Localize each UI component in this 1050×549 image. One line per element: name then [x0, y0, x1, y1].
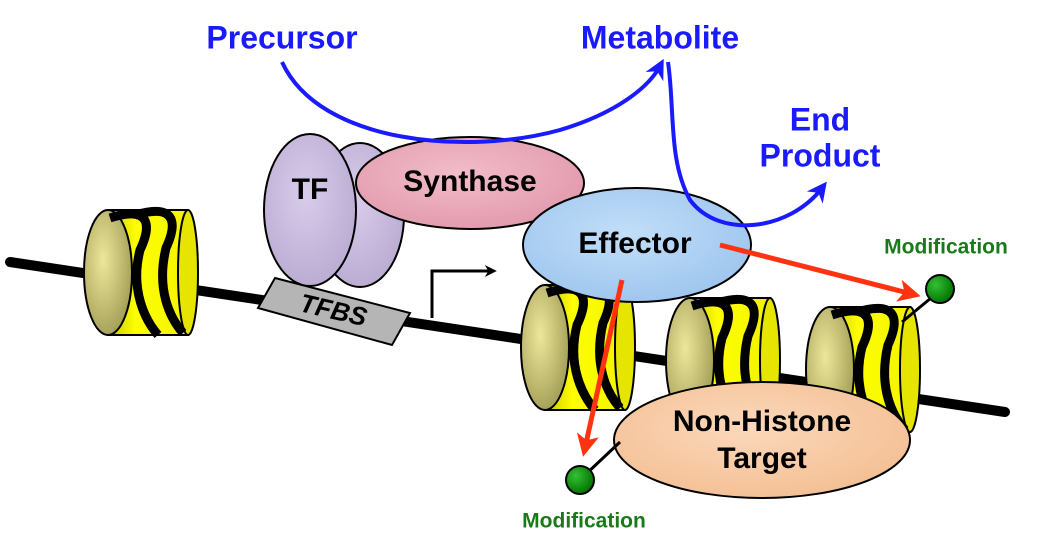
non-histone-modification-mark: [565, 440, 622, 495]
precursor-label: Precursor: [206, 19, 357, 55]
modification-label-bottom: Modification: [522, 510, 646, 533]
metabolite-label: Metabolite: [581, 19, 739, 55]
nucleosome-2: [520, 281, 636, 413]
non-histone-modification-arrow: [576, 279, 625, 457]
transcription-start-arrow: [430, 265, 497, 318]
synthase-label: Synthase: [403, 165, 536, 198]
synthase-enzyme: Synthase: [355, 136, 585, 230]
precursor-to-metabolite-arrow: [280, 58, 664, 145]
non-histone-label-line1: Non-Histone: [673, 405, 851, 438]
end-product-label-line1: End: [790, 101, 850, 137]
nucleosome-1: [83, 206, 199, 338]
end-product-label-line2: Product: [760, 137, 881, 173]
non-histone-label-line2: Target: [717, 442, 806, 475]
effector-label: Effector: [578, 227, 692, 260]
non-histone-target: Non-Histone Target: [613, 381, 911, 499]
tfbs-box: TFBS: [256, 276, 412, 347]
histone-modification-arrow: [719, 242, 921, 302]
metabolite-to-end-product-arrow: [666, 61, 827, 228]
tf-label: TF: [292, 173, 329, 206]
histone-modification-mark: [901, 274, 955, 324]
effector-protein: Effector: [522, 187, 752, 303]
modification-label-right: Modification: [884, 236, 1008, 259]
